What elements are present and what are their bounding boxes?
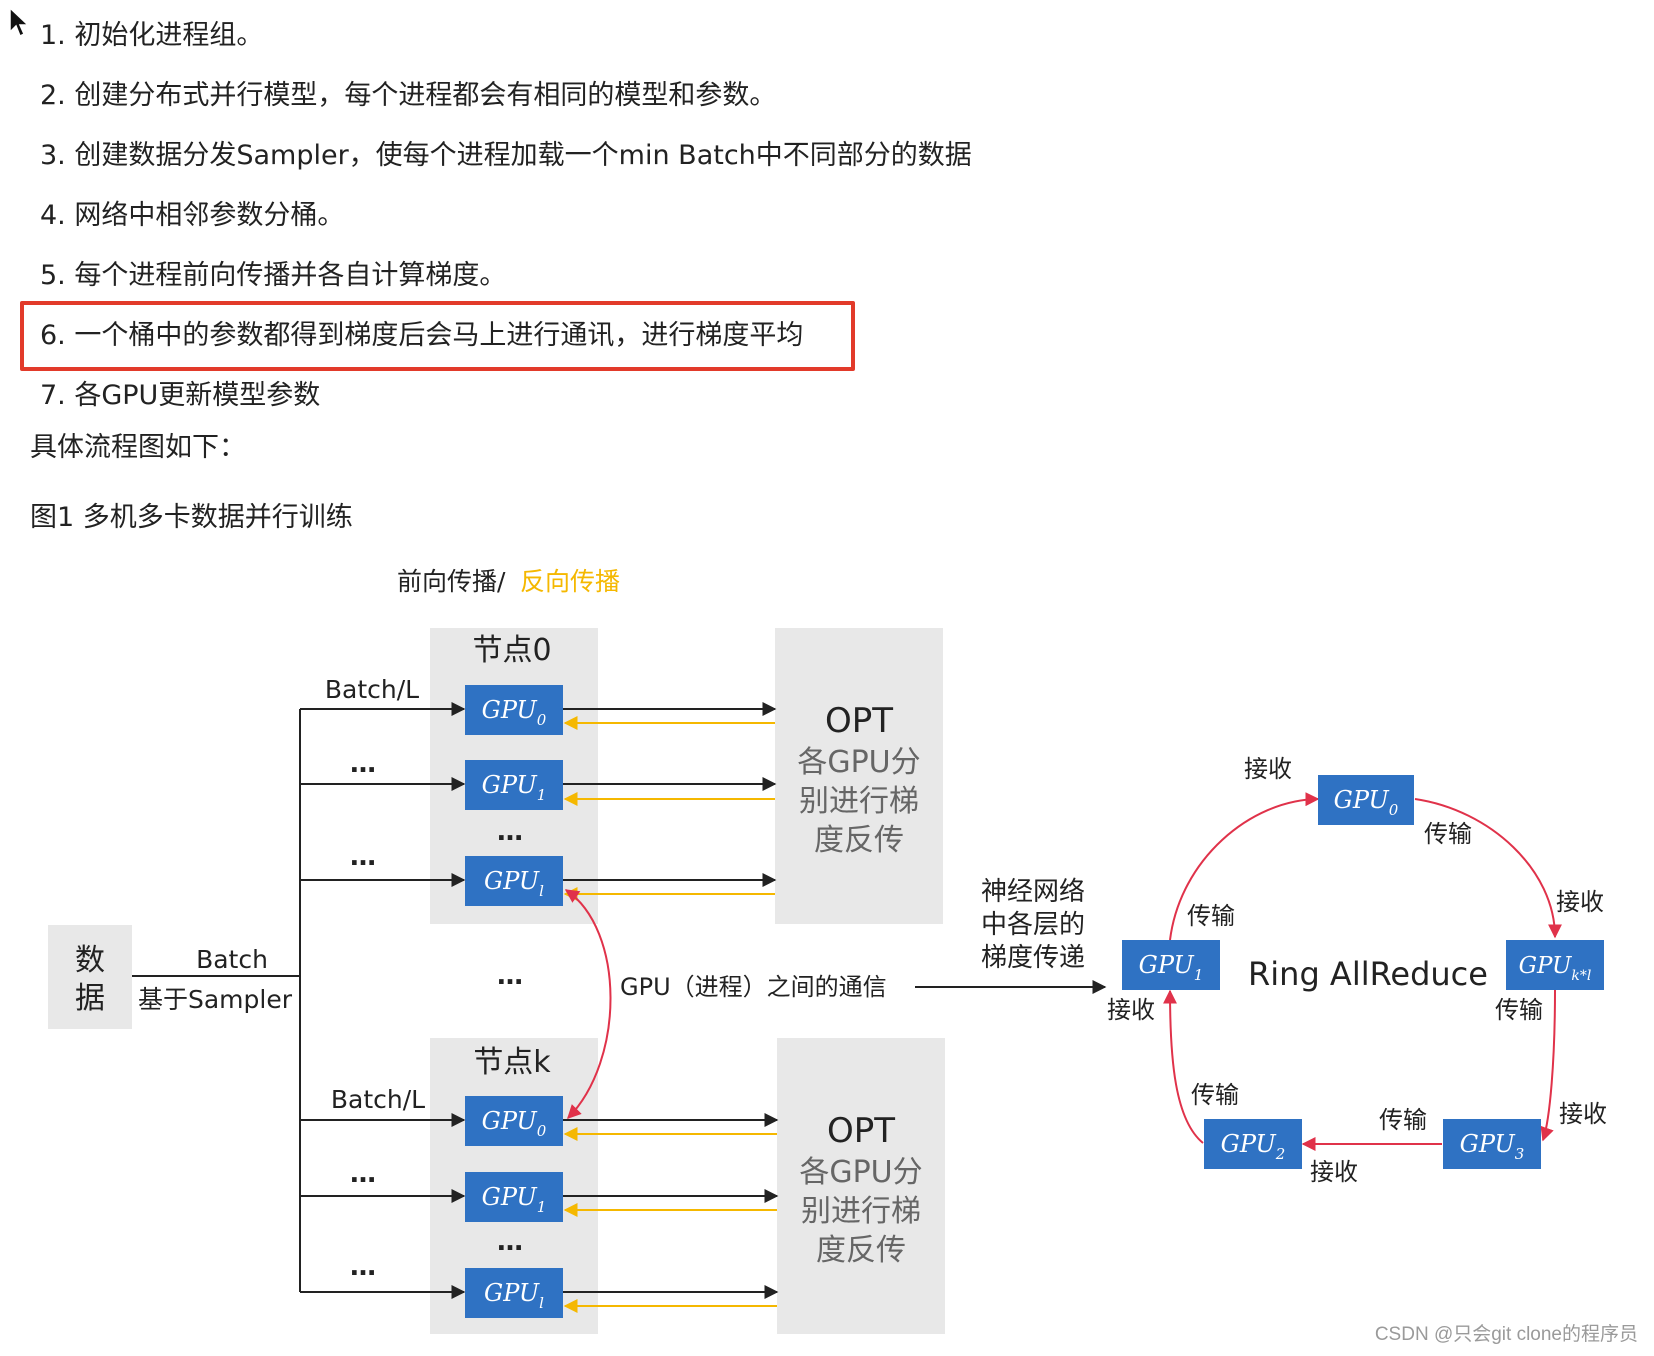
transmit-label: 传输 bbox=[1191, 1081, 1239, 1109]
ring-gpu-box: GPU0 bbox=[1318, 775, 1414, 825]
ring-gpu-box: GPU3 bbox=[1443, 1119, 1541, 1169]
gpu-box: GPU1 bbox=[465, 760, 563, 810]
opt-desc: 别进行梯 bbox=[801, 1194, 921, 1229]
receive-label: 接收 bbox=[1559, 1100, 1607, 1128]
svg-text:GPU0: GPU0 bbox=[1334, 786, 1399, 819]
svg-text:GPU0: GPU0 bbox=[482, 1107, 547, 1140]
svg-text:GPUl: GPUl bbox=[484, 867, 544, 900]
dots: … bbox=[497, 961, 523, 991]
opt-box-node0 bbox=[775, 628, 943, 924]
dots: … bbox=[350, 749, 376, 779]
gpu-box: GPUl bbox=[465, 856, 563, 906]
transmit-label: 传输 bbox=[1424, 820, 1472, 848]
opt-desc: 各GPU分 bbox=[797, 745, 920, 780]
step-item: 4. 网络中相邻参数分桶。 bbox=[40, 200, 345, 231]
opt-desc: 别进行梯 bbox=[799, 784, 919, 819]
dots: … bbox=[497, 817, 523, 847]
dots: … bbox=[350, 842, 376, 872]
transmit-label: 传输 bbox=[1379, 1106, 1427, 1134]
inter-node-comm-arrow bbox=[564, 889, 612, 1119]
ring-gpu-box: GPUk*l bbox=[1506, 940, 1604, 990]
batch-label: Batch bbox=[196, 945, 268, 974]
step-item: 3. 创建数据分发Sampler，使每个进程加载一个min Batch中不同部分… bbox=[40, 140, 972, 171]
ring-title: Ring AllReduce bbox=[1248, 955, 1488, 993]
svg-text:GPU1: GPU1 bbox=[482, 771, 547, 804]
watermark: CSDN @只会git clone的程序员 bbox=[1374, 1324, 1638, 1345]
opt-desc: 度反传 bbox=[814, 823, 904, 858]
step-item: 2. 创建分布式并行模型，每个进程都会有相同的模型和参数。 bbox=[40, 80, 777, 111]
opt-title: OPT bbox=[827, 1111, 895, 1151]
node0-title: 节点0 bbox=[472, 633, 551, 668]
highlight-box bbox=[20, 301, 855, 371]
opt-desc: 度反传 bbox=[816, 1233, 906, 1268]
comm-label: GPU（进程）之间的通信 bbox=[620, 973, 887, 1001]
dots: … bbox=[350, 1159, 376, 1189]
transmit-label: 传输 bbox=[1187, 902, 1235, 930]
dots: … bbox=[497, 1227, 523, 1257]
nn-label: 中各层的 bbox=[981, 910, 1085, 940]
dots: … bbox=[350, 1252, 376, 1282]
gpu-box: GPU0 bbox=[465, 1096, 563, 1146]
nn-label: 神经网络 bbox=[981, 877, 1085, 907]
sampler-label: 基于Sampler bbox=[138, 985, 293, 1014]
data-label: 据 bbox=[75, 981, 105, 1016]
opt-title: OPT bbox=[825, 701, 893, 741]
figure-caption: 图1 多机多卡数据并行训练 bbox=[30, 502, 353, 533]
ring-gpu-box: GPU2 bbox=[1204, 1119, 1302, 1169]
receive-label: 接收 bbox=[1556, 888, 1604, 916]
svg-text:GPU3: GPU3 bbox=[1460, 1130, 1525, 1163]
ring-arrows bbox=[1163, 792, 1562, 1151]
step-item: 5. 每个进程前向传播并各自计算梯度。 bbox=[40, 260, 507, 291]
svg-text:GPU2: GPU2 bbox=[1221, 1130, 1286, 1163]
opt-box-nodek bbox=[777, 1038, 945, 1334]
gpu-box: GPU0 bbox=[465, 685, 563, 735]
gpu-box: GPUl bbox=[465, 1268, 563, 1318]
legend-forward: 前向传播/ bbox=[397, 567, 506, 596]
svg-text:GPU1: GPU1 bbox=[482, 1183, 547, 1216]
svg-text:GPUk*l: GPUk*l bbox=[1519, 953, 1592, 984]
receive-label: 接收 bbox=[1310, 1158, 1358, 1186]
step-item-highlighted: 6. 一个桶中的参数都得到梯度后会马上进行通讯，进行梯度平均 bbox=[40, 320, 804, 351]
opt-desc: 各GPU分 bbox=[799, 1155, 922, 1190]
mouse-cursor-icon bbox=[9, 6, 30, 38]
legend-backward: 反向传播 bbox=[520, 567, 620, 596]
ring-gpu-box: GPU1 bbox=[1122, 940, 1220, 990]
transmit-label: 传输 bbox=[1495, 996, 1543, 1024]
batch-l-label: Batch/L bbox=[331, 1085, 425, 1114]
flow-intro: 具体流程图如下： bbox=[30, 432, 246, 463]
svg-text:GPUl: GPUl bbox=[484, 1279, 544, 1312]
fwd-bwd-arrows-node0 bbox=[563, 702, 777, 901]
step-list: 1. 初始化进程组。 2. 创建分布式并行模型，每个进程都会有相同的模型和参数。… bbox=[40, 20, 972, 440]
svg-text:GPU1: GPU1 bbox=[1139, 951, 1204, 984]
data-label: 数 bbox=[75, 943, 105, 978]
fwd-bwd-arrows-nodek bbox=[563, 1113, 779, 1313]
receive-label: 接收 bbox=[1107, 996, 1155, 1024]
step-item: 1. 初始化进程组。 bbox=[40, 20, 264, 51]
step-item: 7. 各GPU更新模型参数 bbox=[40, 380, 321, 411]
gpu-box: GPU1 bbox=[465, 1172, 563, 1222]
data-box bbox=[48, 925, 132, 1029]
nodek-title: 节点k bbox=[473, 1045, 551, 1080]
receive-label: 接收 bbox=[1244, 755, 1292, 783]
nn-label: 梯度传递 bbox=[981, 943, 1085, 973]
svg-text:GPU0: GPU0 bbox=[482, 696, 547, 729]
batch-l-label: Batch/L bbox=[325, 675, 419, 704]
